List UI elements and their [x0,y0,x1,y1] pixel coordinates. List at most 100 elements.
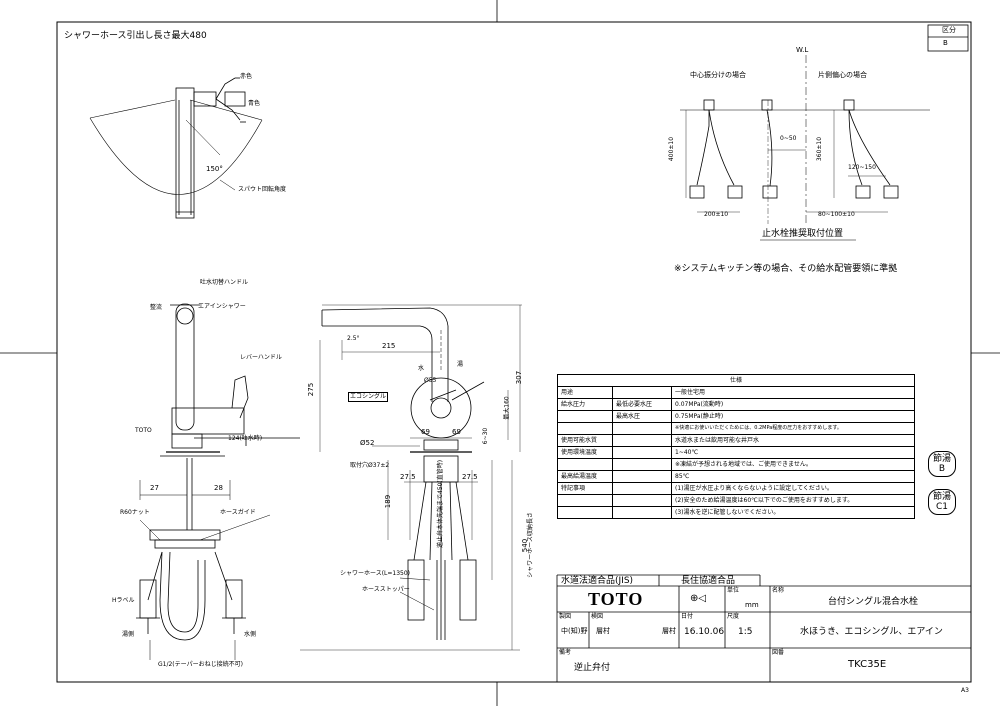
kubun-label: 区分 [942,26,956,34]
name-label: 名称 [772,587,785,594]
rotation-angle: 150° [206,165,223,173]
spec-cell: 水道水または飲用可能な井戸水 [671,434,915,447]
unit-value: mm [745,601,759,609]
remarks-label: 備考 [559,649,572,656]
spec-cell: 特記事項 [557,482,613,495]
hose-stopper-label: ホースストッパー [362,586,410,593]
spec-cell: (3)湯水を逆に配管しないでください。 [671,506,915,519]
r60-nut-label: R60ナット [120,509,150,516]
unit-label: 単位 [727,587,740,594]
spec-cell [612,494,672,507]
product-name: 台付シングル混合水栓 [828,597,919,607]
spec-cell: (1)湯圧が水圧より高くならないように設定してください。 [671,482,915,495]
long-life-label: 長住協適合品 [681,576,736,586]
cold-side-label: 水側 [244,631,257,638]
spec-cell: 最低必要水圧 [612,398,672,411]
toto-mark-label: TOTO [135,427,152,434]
spec-cell: 0.07MPa(流動時) [671,398,915,411]
product-description: 水ほうき、エコシングル、エアイン [800,627,943,637]
spec-cell [557,410,613,423]
thread-note: G1/2(テーパーおねじ接続不可) [158,661,243,668]
spec-cell [612,470,672,483]
spec-cell: ※快適にお使いいただくためには、0.2MPa程度の圧力をおすすめします。 [671,422,915,435]
dim-0-50: 0~50 [780,135,797,142]
spec-title: 仕様 [557,374,915,387]
max-160: 最大160 [503,396,511,420]
date-value: 16.10.06 [684,627,725,637]
spec-row: 使用可能水質水道水または飲用可能な井戸水 [557,434,915,447]
hose-450-note: 逆止弁本体先端まで450(直管時) [437,459,444,548]
seiryu-label: 整流 [150,304,163,311]
spec-row: (2)安全のため給湯温度は60℃以下でのご使用をおすすめします。 [557,494,915,507]
badge-b-bottom: B [938,464,946,474]
switch-handle-label: 吐水切替ハンドル [200,279,249,286]
spec-row: ※凍結が予想される地域では、ご使用できません。 [557,458,915,471]
spec-cell [557,458,613,471]
dim-200: 200±10 [704,211,729,218]
badge-b-top: 節湯 [932,454,951,464]
spec-cell [612,482,672,495]
scale-label: 尺度 [727,613,740,620]
h-label: Hラベル [112,597,135,604]
projection-symbol: ⊕◁ [690,593,707,604]
kubun-value: B [943,39,948,47]
spec-cell [612,446,672,459]
jis-label: 水道法適合品(JIS) [561,576,634,586]
spec-cell: 最高水圧 [612,410,672,423]
lever-handle-label: レバーハンドル [240,354,282,361]
spec-row: 最高給湯温度 85℃ [557,470,915,483]
spec-cell [612,506,672,519]
scale-value: 1:5 [738,627,753,637]
drafter-name: 中(知)野 [561,627,588,635]
offset-layout-label: 片側偏心の場合 [818,71,867,79]
shower-hose-label: シャワーホース(L=1350) [340,570,411,577]
dim-27-5-right: 27.5 [462,473,478,481]
spec-cell [557,506,613,519]
hose-stowed-note: シャワーホース収納長さ [526,512,534,578]
paper-size: A3 [961,687,969,694]
spout-rotation-note: スパウト回転角度 [238,186,287,193]
blue-label: 青色 [248,100,261,107]
dim-28: 28 [214,484,223,492]
hose-length-note: シャワーホース引出し長さ最大480 [64,31,207,41]
remarks-value: 逆止弁付 [574,663,611,673]
hot-label: 湯 [457,361,464,368]
setsuyu-b-badge: 節湯 B [928,451,956,477]
spec-cell: 85℃ [671,470,915,483]
checker-name-2: 層村 [662,627,676,635]
spec-cell: 用途 [557,386,613,399]
dia-52: Ø52 [360,439,375,447]
spec-cell: 最高給湯温度 [557,470,613,483]
spout-dimension: 124(吐水時) [228,435,263,442]
dim-215: 215 [382,342,396,350]
dim-6-30: 6~30 [482,427,490,445]
spec-cell: 0.75MPa(静止時) [671,410,915,423]
dim-360: 360±10 [816,136,824,162]
spec-cell: ※凍結が予想される地域では、ご使用できません。 [671,458,915,471]
dim-80-100: 80~100±10 [818,211,855,218]
spec-row: (3)湯水を逆に配管しないでください。 [557,506,915,519]
toto-logo: TOTO [588,589,644,609]
drawing-number-label: 図番 [772,649,785,656]
checker-label: 検図 [591,613,604,620]
spec-cell [612,458,672,471]
checker-name-1: 層村 [596,627,610,635]
spec-cell [612,386,672,399]
ecosingle-label: エコシングル [348,392,389,402]
center-layout-label: 中心振分けの場合 [690,71,746,79]
dim-69-right: 69 [452,428,461,436]
install-caption: 止水栓推奨取付位置 [762,229,844,239]
dim-189: 189 [384,494,393,509]
spec-row: 特記事項 (1)湯圧が水圧より高くならないように設定してください。 [557,482,915,495]
spec-cell [612,422,672,435]
dim-400: 400±10 [668,136,676,162]
water-label: 水 [418,365,425,372]
hose-guide-label: ホースガイド [220,509,256,516]
dim-69-left: 69 [421,428,430,436]
setsuyu-c1-badge: 節湯 C1 [928,489,956,515]
badge-c1-top: 節湯 [932,492,951,502]
drawing-number: TKC35E [848,659,887,670]
system-kitchen-note: ※システムキッチン等の場合、その給水配管要領に準拠 [674,264,898,274]
